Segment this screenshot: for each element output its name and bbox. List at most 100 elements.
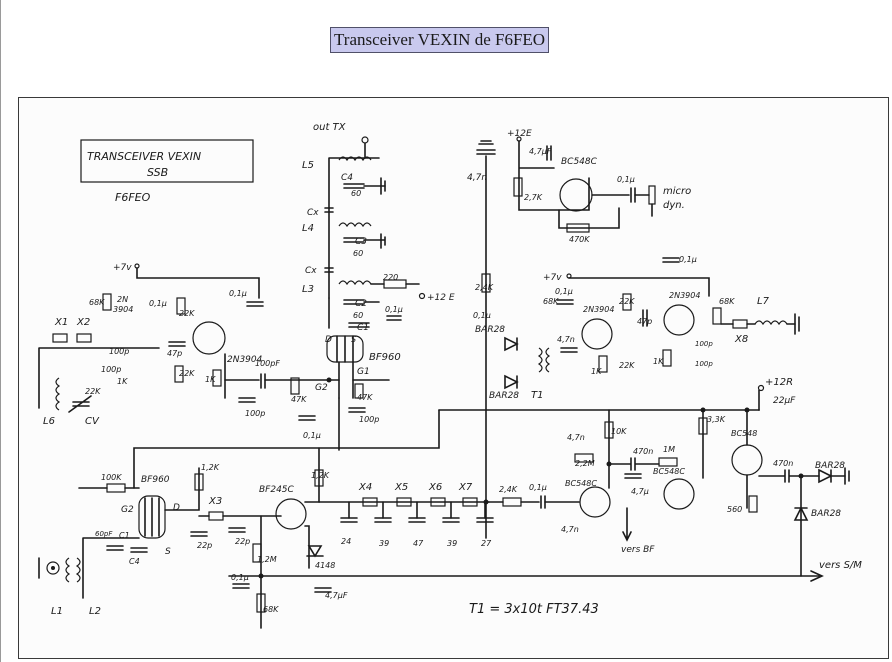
page-title: Transceiver VEXIN de F6FEO	[330, 27, 550, 53]
label-12k-b: 1,2K	[311, 471, 330, 480]
label-dyn: dyn.	[663, 200, 685, 211]
label-l2: L2	[89, 606, 101, 617]
label-2n3904-q3: 2N3904	[583, 305, 614, 314]
label-100p-d: 100p	[245, 409, 265, 418]
label-22p: 22p	[197, 541, 212, 550]
label-1m: 1M	[663, 445, 675, 454]
label-47uf: 4,7µF	[325, 591, 348, 600]
label-1k-c: 1K	[591, 367, 602, 376]
label-x6: X6	[428, 482, 442, 493]
label-g2-top: G2	[315, 383, 328, 393]
label-micro: micro	[663, 186, 691, 197]
label-r-mic: 2,7K	[524, 193, 543, 202]
crystal-x4	[362, 497, 378, 507]
label-bar28-3: BAR28	[815, 461, 845, 471]
label-47n-d: 4,7n	[561, 525, 579, 534]
label-47u: 4,7µ	[631, 487, 649, 496]
title-box	[80, 139, 254, 183]
label-l4: L4	[302, 223, 314, 234]
label-2n3904-q4: 2N3904	[669, 291, 700, 300]
label-100p-c: 100p	[101, 365, 121, 374]
label-1k-b: 1K	[205, 375, 216, 384]
transistor-2n3904-q2	[192, 321, 226, 355]
label-7v-mid: +7v	[543, 273, 562, 283]
label-g1: G1	[357, 367, 370, 377]
label-100p-e: 100p	[695, 340, 713, 348]
wire-12r-left	[133, 409, 440, 489]
label-68k-c: 68K	[719, 297, 735, 306]
label-l1: L1	[51, 606, 63, 617]
label-22k-c: 22K	[85, 387, 101, 396]
label-s-bot: S	[165, 547, 171, 557]
label-22k-d: 22K	[619, 297, 635, 306]
arrow-sm	[810, 570, 824, 582]
label-220: 220	[383, 273, 398, 282]
label-47n-b: 4,7n	[557, 335, 575, 344]
label-bc548c-a: BC548C	[565, 479, 597, 488]
label-7v-left: +7v	[113, 263, 132, 273]
mosfet-bf960-bot	[138, 495, 166, 539]
crystal-x7	[462, 497, 478, 507]
label-12m: 1,2M	[257, 555, 277, 564]
label-01u-d: 0,1µ	[149, 299, 167, 308]
title-line2: SSB	[147, 166, 168, 179]
label-01u-h: 0,1µ	[473, 311, 491, 320]
label-100pf: 100pF	[255, 359, 280, 368]
label-x1: X1	[54, 317, 68, 328]
label-d-bot: D	[173, 503, 180, 513]
label-cv: CV	[85, 416, 100, 427]
label-t1: T1	[531, 390, 543, 401]
label-cap-mic: 4,7µF	[529, 147, 552, 156]
label-100p-f: 100p	[695, 360, 713, 368]
label-x7: X7	[458, 482, 473, 493]
label-x2: X2	[76, 317, 90, 328]
label-24k-b: 2,4K	[499, 485, 518, 494]
label-68k-d: 68K	[263, 605, 279, 614]
label-t1-formula: T1 = 3x10t FT37.43	[469, 602, 599, 617]
label-01u-mic: 0,1µ	[617, 175, 635, 184]
label-01u-f: 0,1µ	[555, 287, 573, 296]
label-c27: 27	[481, 539, 492, 548]
schematic-frame: TRANSCEIVER VEXIN SSB F6FEO vers S/M +12…	[18, 97, 889, 659]
author-label: F6FEO	[115, 191, 151, 204]
label-bf960-bot: BF960	[141, 475, 170, 485]
label-47p-a: 47p	[167, 349, 182, 358]
label-470n-b: 470n	[773, 459, 793, 468]
label-47k-b: 47K	[291, 395, 307, 404]
out-tx-terminal	[361, 136, 369, 144]
label-12e-mid: +12 E	[427, 293, 455, 303]
label-c39b: 39	[447, 539, 457, 548]
label-560: 560	[727, 505, 742, 514]
label-bc548: BC548	[731, 429, 757, 438]
label-bf960-top: BF960	[369, 352, 401, 363]
label-bc548c-mic: BC548C	[561, 157, 598, 167]
label-s-top: S	[351, 335, 356, 344]
crystal-x2	[76, 333, 92, 343]
label-47p-b: 47p	[637, 317, 652, 326]
transistor-bc548c-a	[579, 486, 611, 518]
label-c1: C1	[357, 323, 369, 333]
label-60c: 60	[353, 311, 363, 320]
micro-symbol	[648, 185, 656, 205]
label-01u-e: 0,1µ	[229, 289, 247, 298]
label-22k-a: 22K	[179, 309, 195, 318]
label-470k: 470K	[569, 235, 590, 244]
label-2n: 2N	[117, 295, 128, 304]
label-100k: 100K	[101, 473, 122, 482]
transistor-bc548c-mic	[559, 178, 593, 212]
label-l7: L7	[757, 296, 770, 307]
label-22m: 2,2M	[575, 459, 595, 468]
label-60b: 60	[353, 249, 363, 258]
label-60a: 60	[351, 189, 361, 198]
label-1k-a: 1K	[117, 377, 128, 386]
label-3904: 3904	[113, 305, 133, 314]
label-x4: X4	[358, 482, 372, 493]
label-01u-c: 0,1µ	[303, 431, 321, 440]
label-01u-i: 0,1µ	[231, 573, 249, 582]
label-470n-a: 470n	[633, 447, 653, 456]
label-12r: +12R	[765, 377, 793, 388]
jfet-bf245c	[275, 498, 307, 530]
schematic-diagram: TRANSCEIVER VEXIN SSB F6FEO vers S/M +12…	[38, 122, 862, 629]
crystal-x8	[732, 319, 748, 329]
label-100p-a: 100p	[359, 415, 379, 424]
